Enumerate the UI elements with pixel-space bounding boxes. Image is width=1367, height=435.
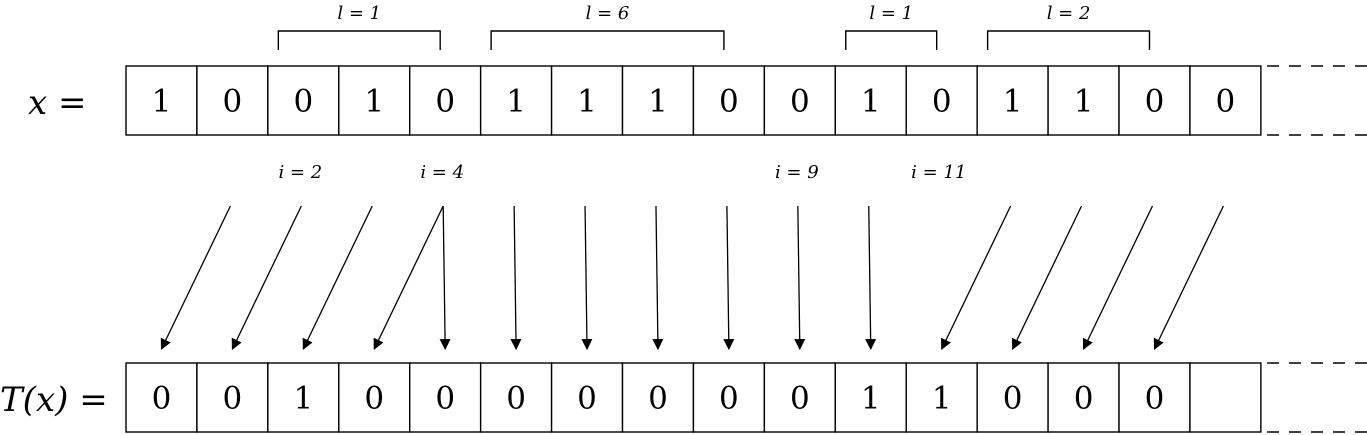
- sequence-cell: [196, 65, 269, 136]
- bottom-sequence-row: 0 0 1 0 0 0 0 0 0 0 1 1 0 0 0: [125, 362, 1367, 433]
- cell-value: 0: [790, 84, 810, 120]
- sequence-cell: [692, 362, 766, 433]
- cell-value: 0: [1003, 381, 1023, 417]
- cell-value: 0: [1145, 381, 1165, 417]
- cell-value: 0: [932, 84, 952, 120]
- cell-value: 0: [435, 381, 455, 417]
- mapping-arrow: [302, 205, 373, 350]
- cell-value: 0: [1216, 84, 1236, 120]
- run-bracket: [986, 30, 1151, 50]
- cell-value: 0: [719, 381, 739, 417]
- sequence-cell: [1047, 362, 1120, 433]
- cell-value: 1: [1074, 84, 1094, 120]
- index-label: i = 11: [911, 162, 966, 183]
- sequence-cell: [550, 362, 624, 433]
- index-label: i = 4: [420, 162, 464, 183]
- mapping-arrow: [373, 205, 444, 350]
- sequence-cell: [621, 65, 695, 136]
- top-row-label: x =: [28, 83, 86, 123]
- run-length-label: l = 6: [586, 3, 630, 24]
- run-length-brackets: l = 1 l = 6 l = 1 l = 2: [277, 3, 1151, 50]
- cell-value: 0: [435, 84, 455, 120]
- top-sequence-row: 1 0 0 1 0 1 1 1 0 0 1 0 1 1 0 0: [125, 65, 1367, 136]
- mapping-arrow: [1082, 205, 1154, 350]
- sequence-cell: [763, 65, 836, 136]
- mapping-arrow: [652, 205, 664, 351]
- mapping-arrow: [581, 205, 593, 351]
- mapping-arrow: [941, 205, 1012, 350]
- mapping-arrow: [865, 205, 877, 351]
- cell-value: 1: [364, 84, 384, 120]
- mapping-arrow: [1153, 205, 1225, 350]
- cell-value: 1: [932, 381, 952, 417]
- mapping-arrow: [723, 205, 735, 351]
- sequence-cell: [621, 362, 695, 433]
- cell-value: 0: [790, 381, 810, 417]
- mapping-arrow: [794, 205, 806, 351]
- cell-value: 0: [577, 381, 597, 417]
- sequence-cell: [479, 362, 553, 433]
- sequence-cell: [409, 362, 482, 433]
- index-label: i = 2: [278, 162, 322, 183]
- cell-value: 0: [223, 84, 243, 120]
- mapping-arrow: [510, 205, 522, 351]
- run-length-label: l = 2: [1047, 3, 1091, 24]
- cell-value: 1: [577, 84, 597, 120]
- cell-value: 0: [1074, 381, 1094, 417]
- mapping-arrows: [160, 205, 1225, 351]
- sequence-cell: [905, 65, 978, 136]
- cell-value: 0: [364, 381, 384, 417]
- sequence-cell: [1189, 362, 1262, 433]
- sequence-cell: [338, 362, 411, 433]
- cell-value: 1: [648, 84, 668, 120]
- mapping-arrow: [160, 205, 231, 350]
- cell-value: 0: [1145, 84, 1165, 120]
- sequence-cell: [692, 65, 766, 136]
- sequence-cell: [1047, 65, 1120, 136]
- cell-value: 0: [223, 381, 243, 417]
- sequence-cell: [125, 65, 198, 136]
- run-length-label: l = 1: [337, 3, 381, 24]
- cell-value: 0: [719, 84, 739, 120]
- cell-value: 0: [293, 84, 313, 120]
- bottom-row-label: T(x) =: [0, 380, 108, 420]
- sequence-cell: [976, 65, 1049, 136]
- mapping-arrow: [1011, 205, 1083, 350]
- sequence-cell: [267, 65, 340, 136]
- mapping-arrow: [439, 205, 451, 351]
- cell-value: 0: [506, 381, 526, 417]
- sequence-cell: [1118, 362, 1191, 433]
- cell-value: 1: [506, 84, 526, 120]
- sequence-cell: [1189, 65, 1262, 136]
- cell-value: 1: [861, 381, 881, 417]
- cell-value: 0: [648, 381, 668, 417]
- sequence-cell: [550, 65, 624, 136]
- sequence-cell: [479, 65, 553, 136]
- run-bracket: [490, 30, 725, 50]
- index-label: i = 9: [775, 162, 819, 183]
- cell-value: 1: [861, 84, 881, 120]
- cell-value: 1: [293, 381, 313, 417]
- sequence-cell: [976, 362, 1049, 433]
- run-length-label: l = 1: [869, 3, 913, 24]
- sequence-cell: [763, 362, 836, 433]
- sequence-cell: [834, 362, 907, 433]
- run-bracket: [277, 30, 441, 50]
- index-labels: i = 2 i = 4 i = 9 i = 11: [278, 162, 966, 183]
- run-bracket: [845, 30, 938, 50]
- sequence-cell: [125, 362, 198, 433]
- cell-value: 1: [1003, 84, 1023, 120]
- sequence-cell: [196, 362, 269, 433]
- sequence-cell: [409, 65, 482, 136]
- mapping-arrow: [231, 205, 302, 350]
- cell-value: 0: [152, 381, 172, 417]
- cell-value: 1: [152, 84, 172, 120]
